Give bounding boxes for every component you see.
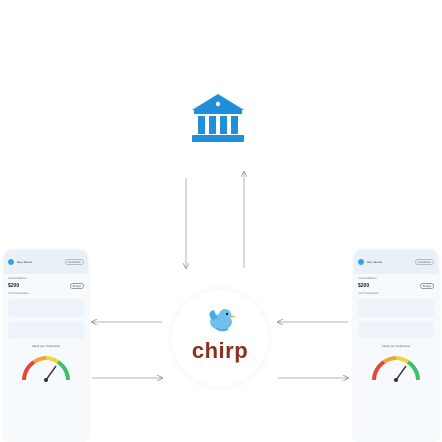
- transactions-card: [8, 321, 84, 339]
- user-greeting: Hey James: [367, 260, 383, 264]
- balance-label: Current Balance: [358, 277, 377, 280]
- budget-button[interactable]: Budget: [69, 283, 84, 289]
- phone-header: Hey James contribution: [4, 250, 88, 274]
- gauge-title: Check your Credit Score: [31, 345, 61, 348]
- phone-header: Hey James contribution: [354, 250, 438, 274]
- balance-amount: $200: [8, 283, 20, 289]
- bird-icon: [209, 309, 236, 332]
- brand-name: chirp: [191, 338, 249, 363]
- header-chip[interactable]: contribution: [64, 259, 84, 265]
- phone-screen-left: Hey James contribution Current Balance $…: [4, 250, 88, 442]
- avatar: [358, 259, 364, 265]
- chirp-logo: chirp: [172, 290, 268, 386]
- header-chip[interactable]: contribution: [414, 259, 434, 265]
- avatar: [8, 259, 14, 265]
- section-title: Your Transactions: [358, 292, 379, 295]
- transactions-card: [8, 299, 84, 317]
- budget-button[interactable]: Budget: [419, 283, 434, 289]
- gauge-title: Check your Credit Score: [381, 345, 411, 348]
- balance-label: Current Balance: [8, 277, 27, 280]
- balance-amount: $200: [358, 283, 370, 289]
- user-greeting: Hey James: [17, 260, 33, 264]
- transactions-card: [358, 299, 434, 317]
- transactions-card: [358, 321, 434, 339]
- credit-gauge: [22, 356, 70, 382]
- credit-gauge: [372, 356, 420, 382]
- phone-screen-right: Hey James contribution Current Balance $…: [354, 250, 438, 442]
- bank-icon: [192, 94, 244, 142]
- section-title: Your Transactions: [8, 292, 29, 295]
